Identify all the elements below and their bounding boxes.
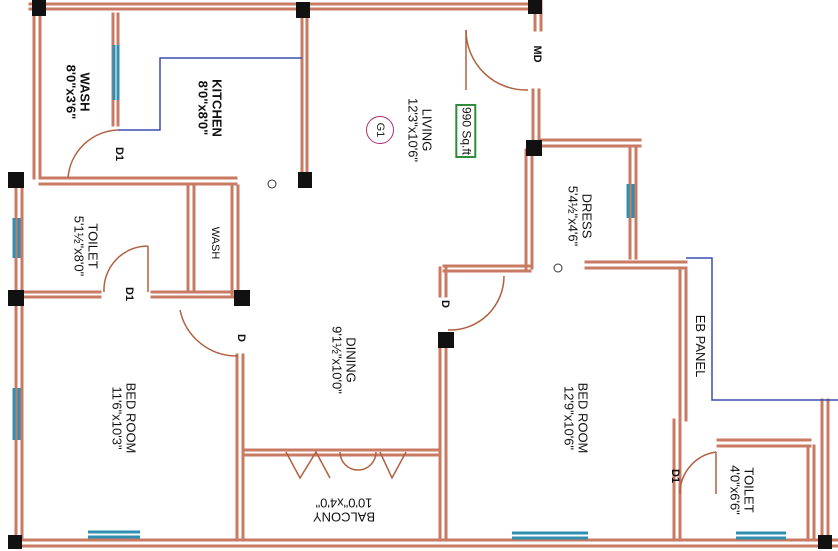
fixture-ring — [267, 179, 277, 189]
fixture-ring — [553, 263, 563, 273]
door-d-bed1-label: D — [234, 334, 247, 342]
door-d1-toilet2-label: D1 — [668, 468, 681, 484]
door-d1-kitchen-label: D1 — [112, 146, 125, 162]
door-d1-toilet-label: D1 — [122, 286, 135, 302]
door-d-bed2-label: D — [438, 300, 451, 308]
blue-lines — [118, 57, 838, 401]
area-box: 990 Sq.ft — [455, 103, 477, 159]
columns — [8, 0, 832, 549]
door-md-label: MD — [530, 45, 543, 63]
walls — [14, 0, 838, 548]
unit-id-badge: G1 — [366, 116, 394, 144]
wash2-label: WASH — [208, 226, 221, 260]
windows — [12, 45, 786, 540]
eb-panel-label: EB PANEL — [692, 314, 708, 378]
door-swings — [67, 29, 717, 495]
